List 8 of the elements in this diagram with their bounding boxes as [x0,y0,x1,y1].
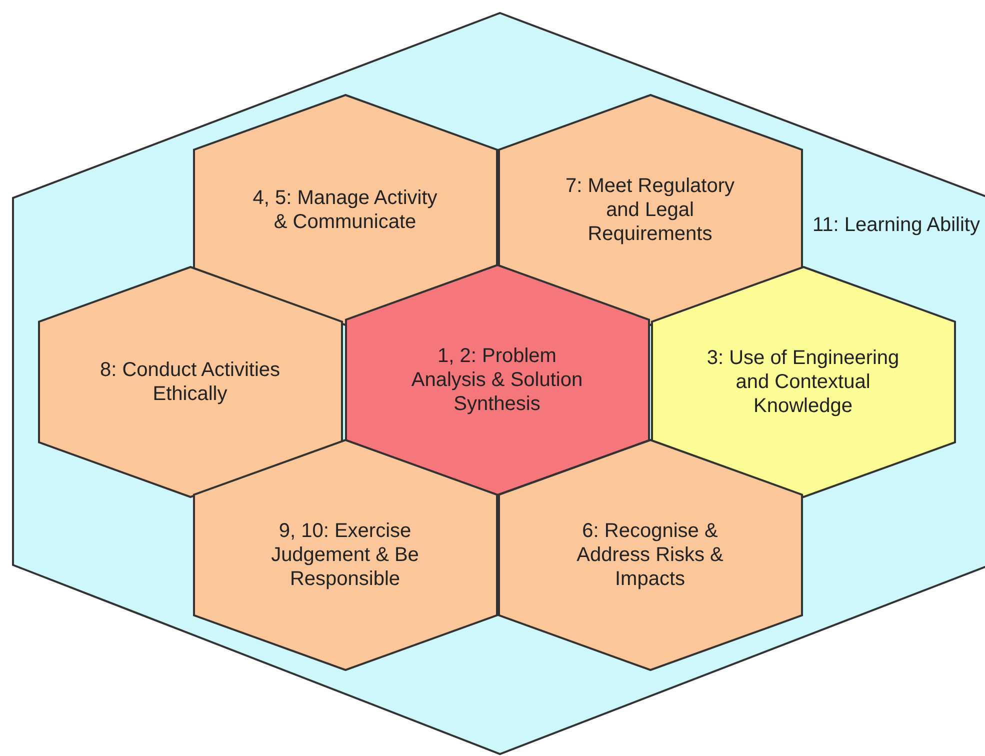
hexagon-label: 6: Recognise & Address Risks & Impacts [576,519,724,591]
hexagon-label: 1, 2: Problem Analysis & Solution Synthesis [410,344,584,416]
hexagon-label: 3: Use of Engineering and Contextual Knowledge [706,346,900,418]
hexagon-label: 4, 5: Manage Activity & Communicate [252,186,438,234]
hexagon-label: 8: Conduct Activities Ethically [98,358,282,406]
hexagon-label: 7: Meet Regulatory and Legal Requirements [564,174,736,246]
hexagon-label: 11: Learning Ability [811,213,980,237]
hexagon-label: 9, 10: Exercise Judgement & Be Responsible [270,519,420,591]
